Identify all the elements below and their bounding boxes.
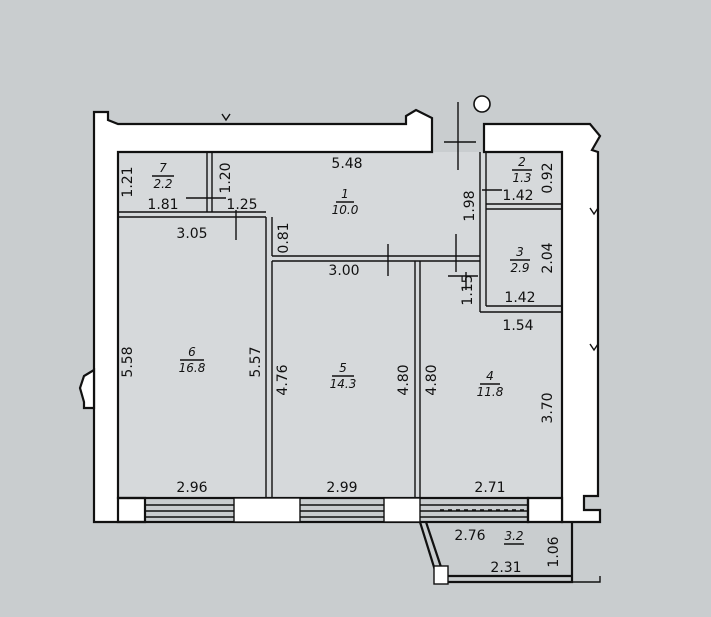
room-2-number: 2 — [518, 155, 526, 169]
dim-room7-height: 1.21 — [120, 166, 136, 197]
balcony — [418, 521, 601, 585]
room-4-area: 11.8 — [477, 385, 504, 399]
dim-passage: 1.25 — [226, 197, 257, 213]
dim-room3-width: 1.42 — [504, 290, 535, 306]
dim-room5-right: 4.80 — [396, 364, 412, 395]
dim-room6-right: 5.57 — [248, 346, 264, 377]
interior-walls — [118, 152, 562, 498]
room-6-number: 6 — [188, 345, 196, 359]
room-5-number: 5 — [339, 361, 347, 375]
room-3-number: 3 — [516, 245, 524, 259]
dim-room1-width: 5.48 — [331, 156, 362, 172]
dim-balcony-width: 2.76 — [454, 528, 485, 544]
bottom-windows — [116, 496, 530, 524]
entrance-door — [444, 95, 491, 170]
room-3-area: 2.9 — [510, 261, 529, 275]
dimension-labels: 5.48 1.98 0.81 1.20 1.21 1.81 1.25 3.05 … — [120, 156, 562, 576]
room-7-area: 2.2 — [153, 177, 172, 191]
dim-room4-door: 1.15 — [460, 274, 476, 305]
room-2-area: 1.3 — [512, 171, 531, 185]
balcony-post — [433, 565, 449, 585]
dim-room7-width: 1.81 — [147, 197, 178, 213]
dim-balcony-bottom: 2.31 — [490, 560, 521, 576]
dim-room4-top: 1.54 — [502, 318, 533, 334]
dim-balcony-depth: 1.06 — [546, 536, 562, 567]
balcony-area: 3.2 — [504, 529, 523, 543]
room-7-number: 7 — [159, 161, 167, 175]
dim-room4-left: 4.80 — [424, 364, 440, 395]
dim-room1-nook: 0.81 — [276, 222, 292, 253]
dim-room2-height: 0.92 — [540, 162, 556, 193]
dim-room3-height: 2.04 — [540, 242, 556, 273]
outer-walls — [78, 108, 602, 524]
dim-room5-left: 4.76 — [275, 364, 291, 395]
dim-room4-right: 3.70 — [540, 392, 556, 423]
room-1-area: 10.0 — [332, 203, 359, 217]
dim-room6-bottom: 2.96 — [176, 480, 207, 496]
window-room6 — [233, 497, 301, 523]
dim-room1-height: 1.98 — [462, 190, 478, 221]
dim-room4-bottom: 2.71 — [474, 480, 505, 496]
room-5-area: 14.3 — [330, 377, 357, 391]
room-1-number: 1 — [341, 187, 349, 201]
dim-room2-width: 1.42 — [502, 188, 533, 204]
room-4-number: 4 — [486, 369, 494, 383]
window-room5 — [383, 497, 421, 523]
room-6-area: 16.8 — [179, 361, 206, 375]
dim-room6-left: 5.58 — [120, 346, 136, 377]
wall-ticks — [221, 113, 599, 352]
door-markers — [186, 189, 502, 290]
dim-room6-top: 3.05 — [176, 226, 207, 242]
dim-room7-depth: 1.20 — [218, 162, 234, 193]
dim-room5-top: 3.00 — [328, 263, 359, 279]
dim-room5-bottom: 2.99 — [326, 480, 357, 496]
room-labels: 1 10.0 2 1.3 3 2.9 4 11.8 5 14.3 6 16.8 … — [152, 155, 532, 545]
